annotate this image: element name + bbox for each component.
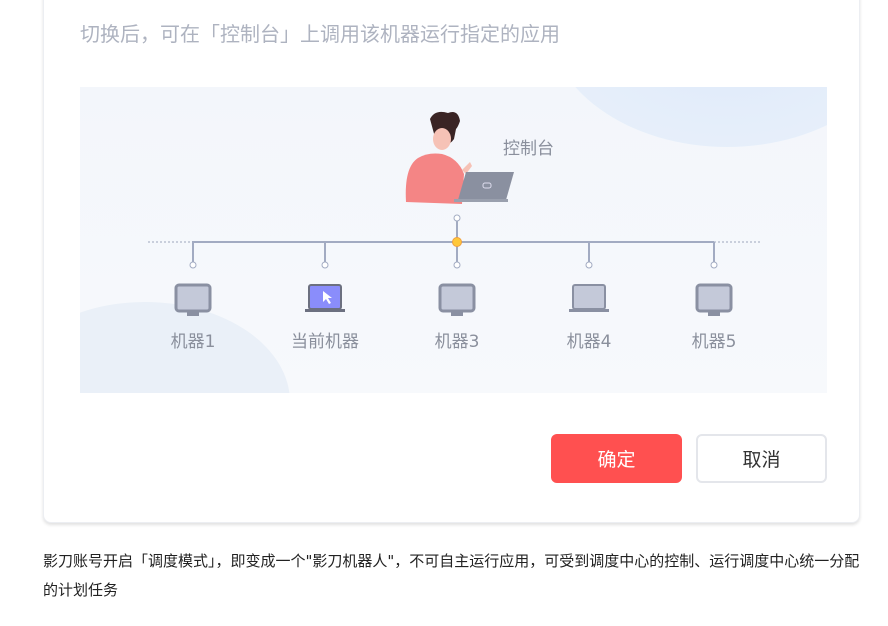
description-text: 影刀账号开启「调度模式」，即变成一个"影刀机器人"，不可自主运行应用，可受到调度…: [43, 552, 860, 599]
machine-label: 机器1: [170, 332, 216, 352]
machine-label: 机器5: [691, 332, 737, 352]
machine-label: 机器3: [434, 332, 480, 352]
console-label: 控制台: [503, 139, 554, 159]
network-diagram: [148, 111, 760, 316]
illustration: 控制台 机器1 当前机器 机器3 机器4 机器5: [80, 87, 827, 393]
monitor-icon: [174, 283, 212, 316]
monitor-icon: [695, 283, 733, 316]
monitor-icon: [438, 283, 476, 316]
machine-label: 当前机器: [291, 332, 359, 352]
cancel-button[interactable]: 取消: [696, 434, 827, 483]
laptop-icon: [569, 284, 609, 312]
laptop-icon: [454, 172, 514, 202]
machine-label: 机器4: [566, 332, 612, 352]
laptop-cursor-icon: [305, 284, 345, 312]
dialog-title: 切换后，可在「控制台」上调用该机器运行指定的应用: [80, 22, 560, 46]
confirm-button[interactable]: 确定: [551, 434, 682, 483]
person-icon: [405, 111, 472, 204]
